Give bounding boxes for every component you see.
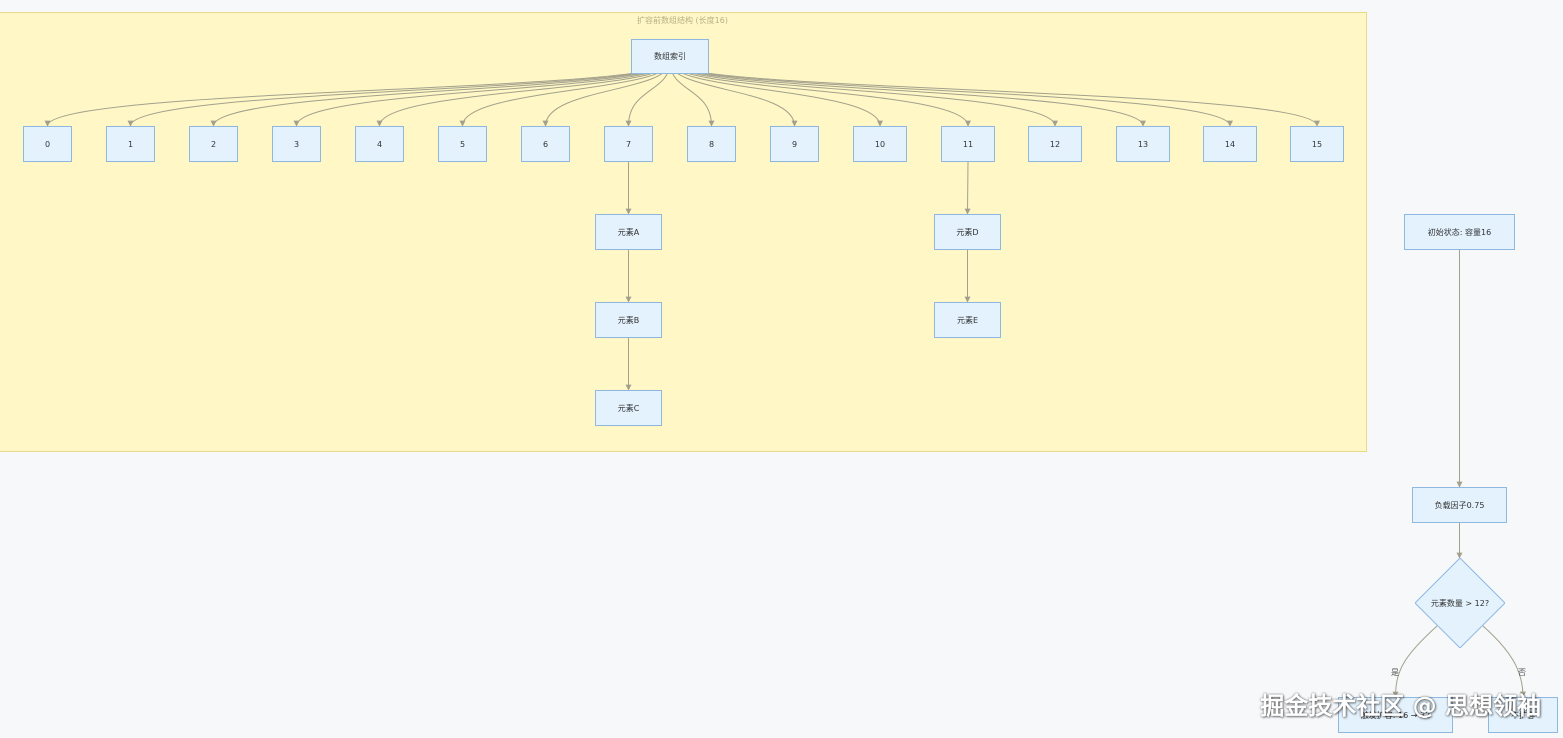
- array-index-node: 数组索引: [631, 39, 709, 74]
- edge-root-to-index-13: [669, 61, 1146, 127]
- load-factor-node: 负载因子0.75: [1412, 487, 1507, 523]
- edge-root-to-index-0: [44, 61, 671, 127]
- decision-label: 元素数量 > 12?: [1430, 598, 1490, 608]
- index-node-6: 6: [521, 126, 570, 162]
- edge-root-to-index-15: [669, 61, 1320, 127]
- edge-decision-yes: [1392, 625, 1438, 698]
- no-edge-label: 否: [1518, 668, 1526, 677]
- resize-trigger-node: 触发扩容: 16 → 32: [1338, 697, 1453, 733]
- edge-index11-to-element-d: [964, 161, 971, 215]
- edge-root-to-index-4: [376, 61, 671, 127]
- index-node-7: 7: [604, 126, 653, 162]
- element-d-node: 元素D: [934, 214, 1001, 250]
- index-node-10: 10: [853, 126, 907, 162]
- index-node-5: 5: [438, 126, 487, 162]
- index-node-12: 12: [1028, 126, 1082, 162]
- yes-edge-label: 是: [1391, 668, 1399, 677]
- cluster-title: 扩容前数组结构 (长度16): [637, 16, 728, 25]
- edge-root-to-index-2: [210, 61, 671, 127]
- index-node-3: 3: [272, 126, 321, 162]
- index-node-4: 4: [355, 126, 404, 162]
- index-node-14: 14: [1203, 126, 1257, 162]
- element-a-node: 元素A: [595, 214, 662, 250]
- edge-decision-no: [1482, 625, 1526, 698]
- index-node-0: 0: [23, 126, 72, 162]
- index-node-15: 15: [1290, 126, 1344, 162]
- index-node-9: 9: [770, 126, 819, 162]
- index-node-11: 11: [941, 126, 995, 162]
- index-node-2: 2: [189, 126, 238, 162]
- index-node-1: 1: [106, 126, 155, 162]
- edge-root-to-index-11: [669, 61, 971, 127]
- element-c-node: 元素C: [595, 390, 662, 426]
- no-resize-node: 不扩容: [1488, 697, 1558, 733]
- index-node-8: 8: [687, 126, 736, 162]
- element-e-node: 元素E: [934, 302, 1001, 338]
- index-node-13: 13: [1116, 126, 1170, 162]
- element-b-node: 元素B: [595, 302, 662, 338]
- watermark: 掘金技术社区 @ 思想领袖: [1260, 692, 1541, 720]
- initial-state-node: 初始状态: 容量16: [1404, 214, 1515, 250]
- decision-diamond: [1415, 558, 1505, 648]
